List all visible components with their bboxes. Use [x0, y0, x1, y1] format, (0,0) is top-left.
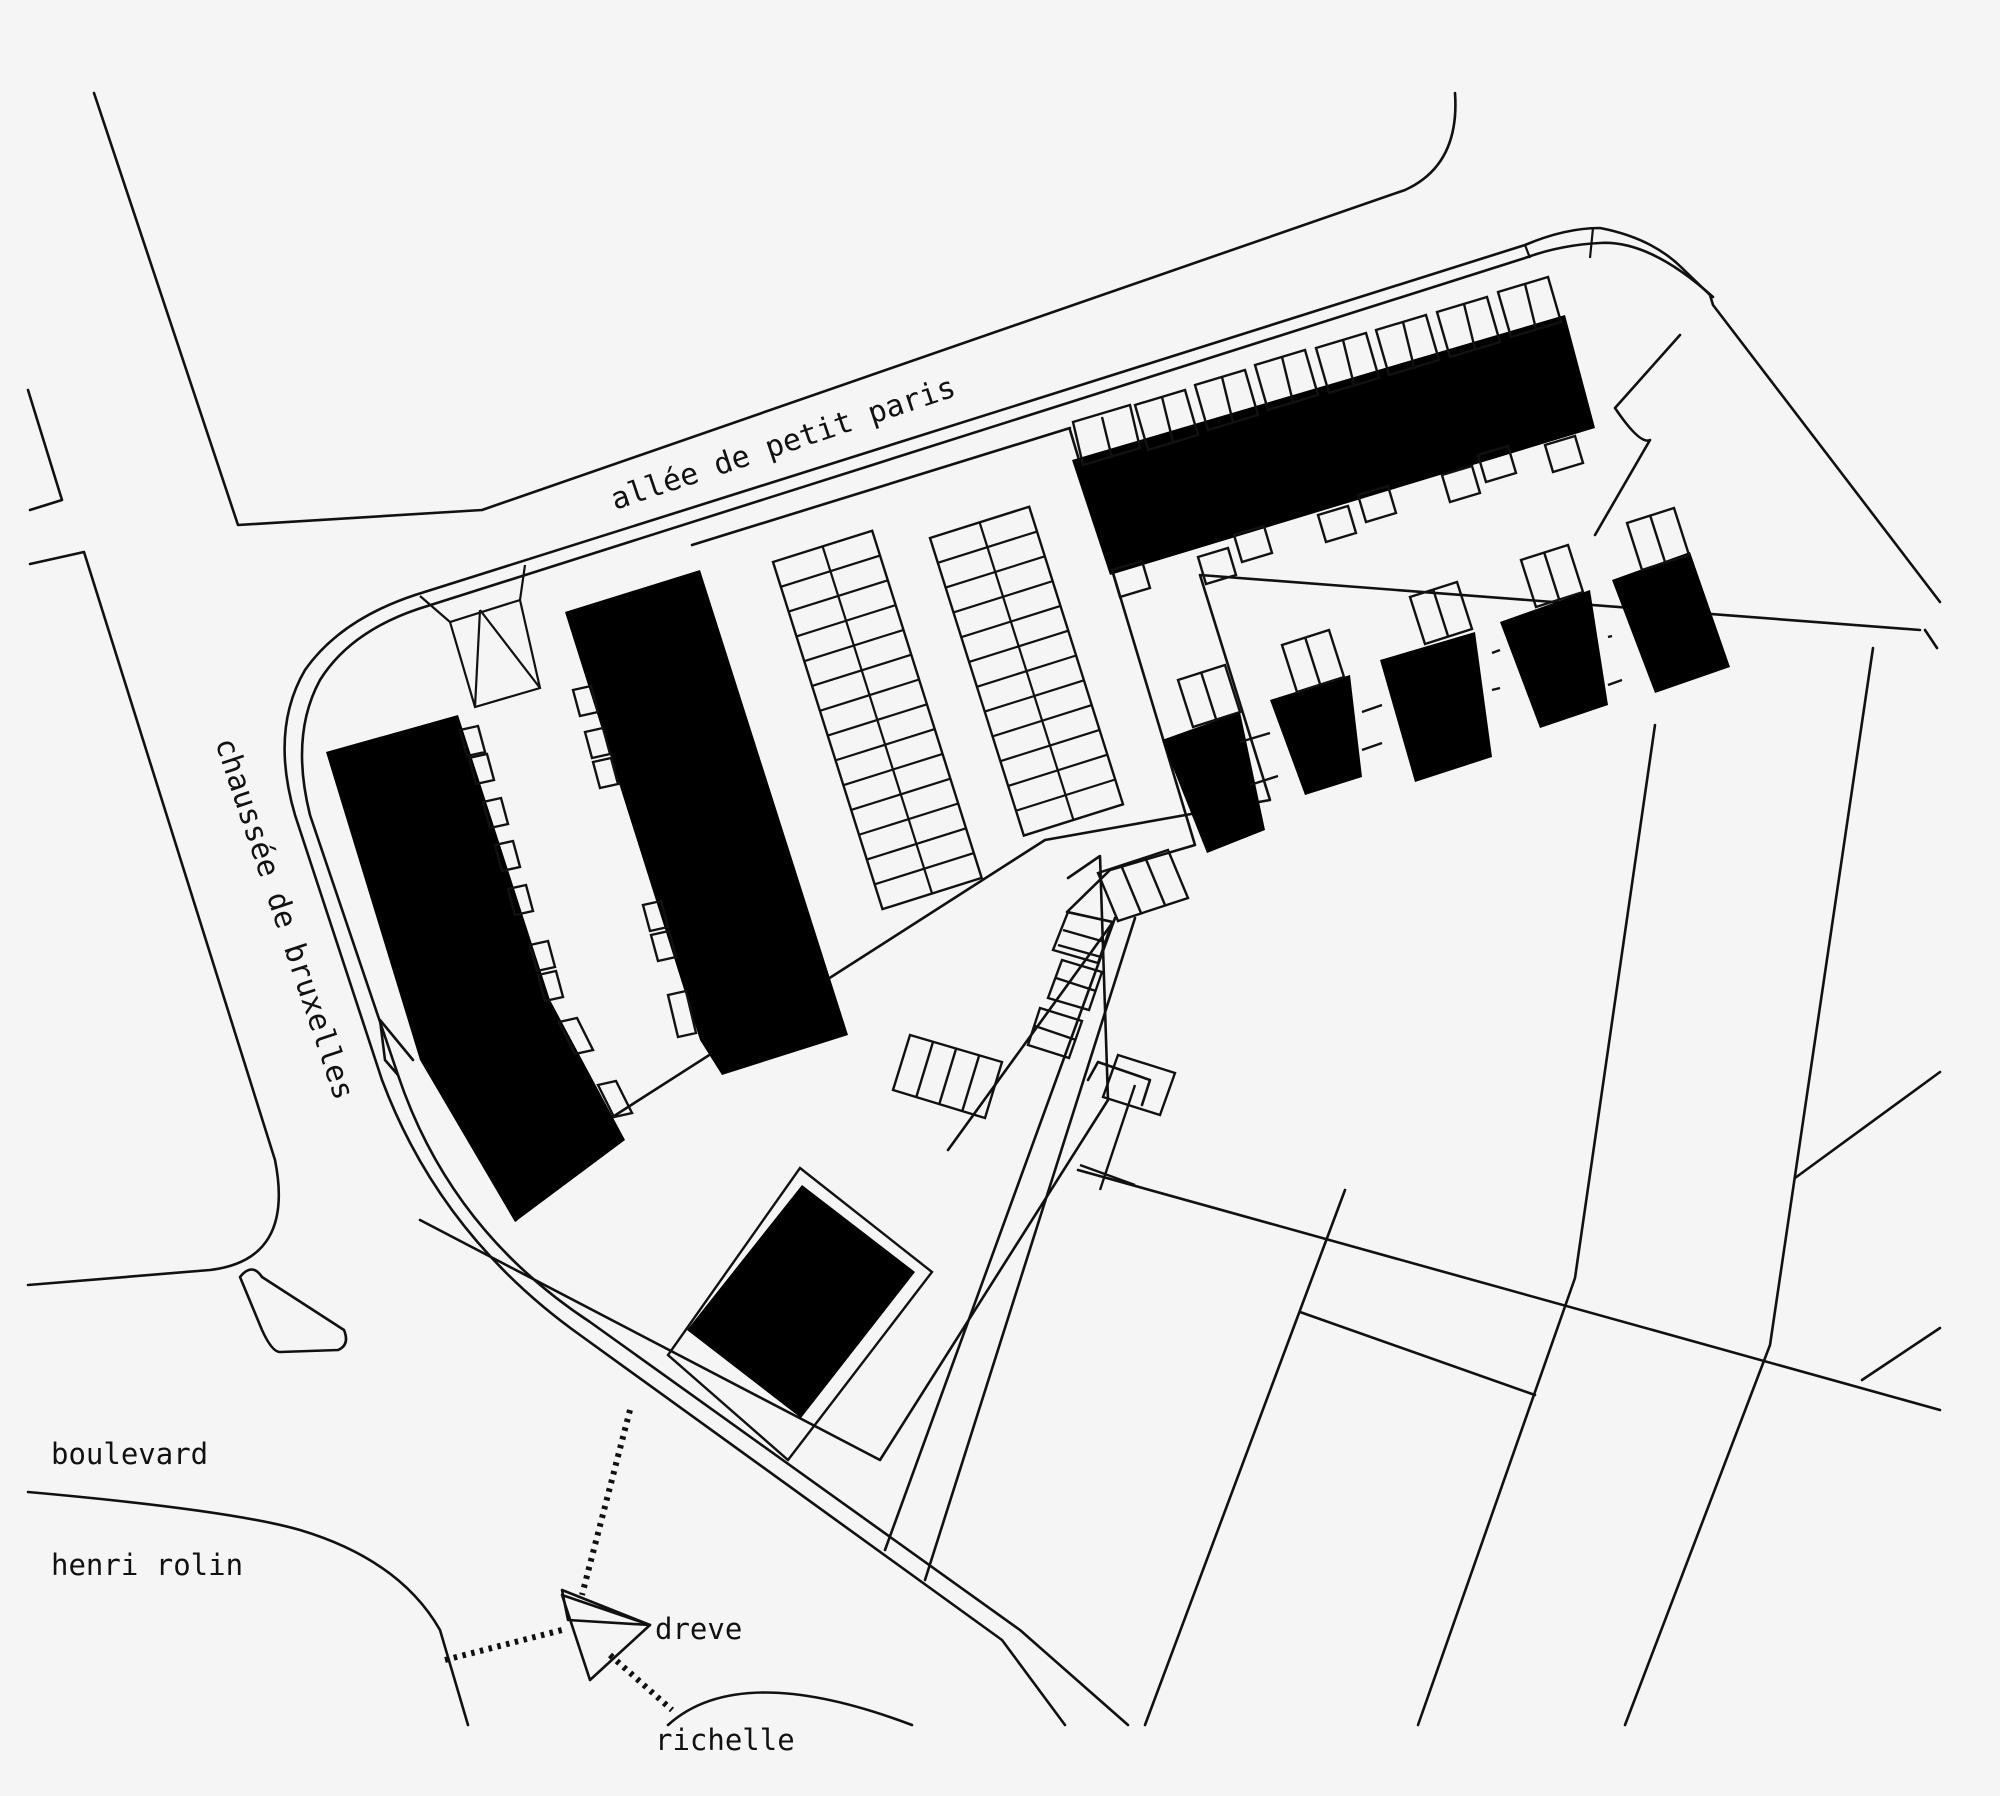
building-east-1	[1162, 712, 1265, 853]
street-label-north: allée de petit paris	[606, 370, 960, 518]
building-east-5	[1612, 552, 1730, 693]
pedestrian-paths	[444, 1409, 674, 1713]
building-east-2	[1270, 675, 1362, 795]
site-perimeter	[283, 226, 1942, 1727]
building-central	[565, 570, 848, 1075]
street-label-south-line-2: richelle	[655, 1723, 795, 1757]
street-label-southwest: boulevard henri rolin	[51, 1362, 243, 1621]
parking-bays	[458, 275, 1691, 1191]
building-east-4	[1500, 590, 1608, 728]
building-south-frame	[666, 1166, 934, 1462]
road-outlines	[26, 91, 1457, 1727]
building-south	[687, 1185, 915, 1418]
parking-grid-b	[928, 505, 1125, 838]
parking-grids	[771, 505, 1125, 911]
parking-grid-a	[771, 529, 984, 911]
buildings	[326, 315, 1730, 1462]
building-west	[326, 715, 625, 1222]
building-east-3	[1380, 632, 1492, 782]
street-label-south-line-1: dreve	[655, 1612, 743, 1646]
building-north-row	[1072, 315, 1595, 575]
street-label-southwest-line-1: boulevard	[51, 1437, 209, 1471]
street-label-southwest-line-2: henri rolin	[51, 1548, 244, 1582]
street-label-south: dreve richelle	[655, 1537, 795, 1796]
